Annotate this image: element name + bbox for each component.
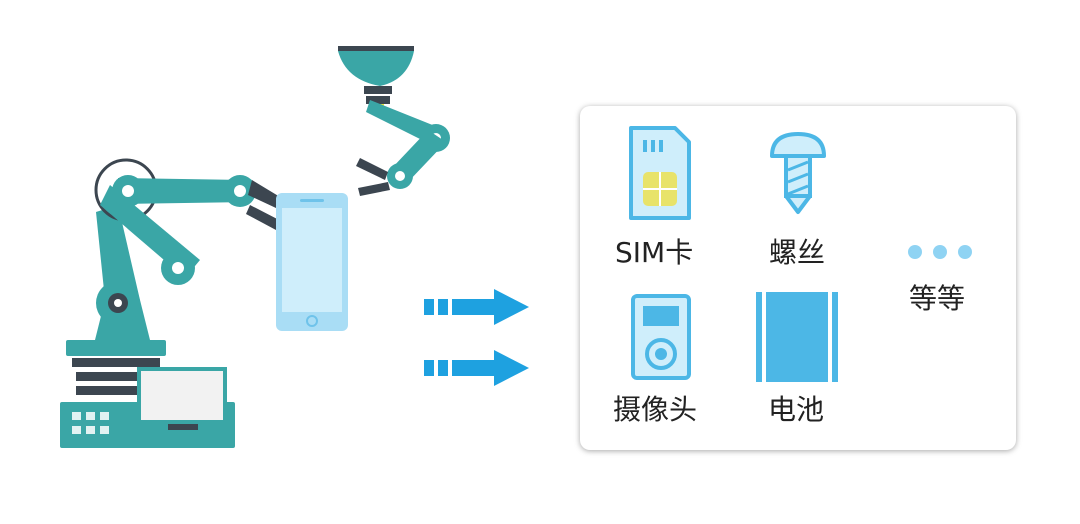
ceiling-robot-arm-icon bbox=[338, 46, 450, 196]
robot-arm-icon bbox=[60, 158, 285, 448]
screw-icon bbox=[770, 132, 826, 214]
screw-label: 螺丝 bbox=[769, 236, 826, 269]
battery-label: 电池 bbox=[768, 393, 825, 426]
sim-card-label: SIM卡 bbox=[615, 236, 694, 269]
arrow-right-icon bbox=[424, 289, 529, 325]
arrow-right-icon bbox=[424, 350, 529, 386]
phone-icon bbox=[276, 193, 348, 331]
camera-label: 摄像头 bbox=[613, 393, 698, 426]
more-label: 等等 bbox=[909, 282, 966, 315]
sim-card-icon bbox=[629, 126, 691, 220]
battery-icon bbox=[756, 292, 838, 382]
camera-module-icon bbox=[631, 294, 691, 380]
more-dots-icon bbox=[908, 245, 972, 259]
